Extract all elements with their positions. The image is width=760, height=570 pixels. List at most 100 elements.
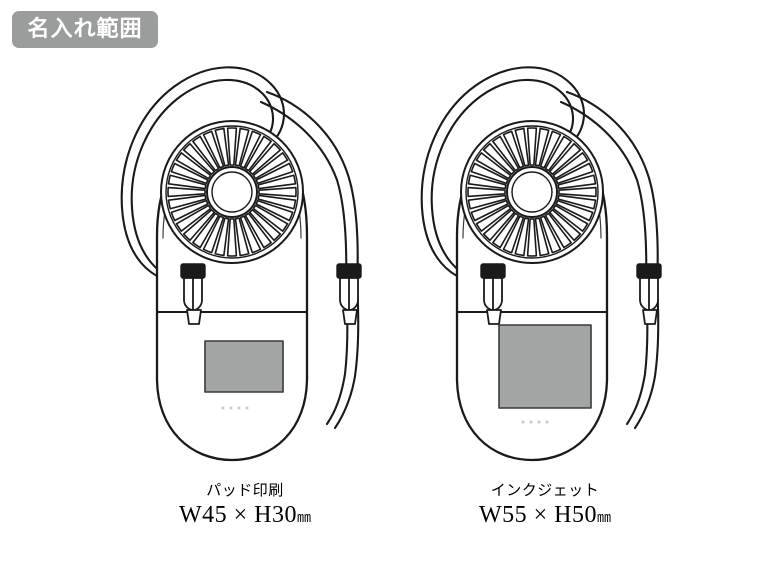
lanyard-clip-right bbox=[636, 263, 662, 325]
fan-blade-slot bbox=[167, 194, 207, 210]
fan-blade-slot bbox=[248, 208, 282, 242]
fan-blade-slot bbox=[255, 199, 294, 222]
caption-size-height: H30 bbox=[254, 502, 298, 528]
fan-blade-slot bbox=[470, 162, 509, 185]
fan-blade-slot bbox=[482, 142, 516, 176]
fan-blade-slot bbox=[257, 194, 297, 210]
caption-method-label: パッド印刷 bbox=[206, 481, 284, 499]
fan-blade-slot bbox=[202, 215, 225, 254]
fan-blade-slot bbox=[548, 142, 582, 176]
fan-blade-slot bbox=[475, 152, 512, 180]
figure-inkjet-printing bbox=[395, 48, 695, 478]
fan-hub-inner bbox=[211, 171, 253, 213]
fan-blade-slot bbox=[239, 215, 262, 254]
fan-blade-slot bbox=[202, 130, 225, 169]
caption-size-width: W55 bbox=[478, 502, 528, 528]
fan-blade-slot bbox=[226, 127, 238, 166]
caption-size-multiply: × bbox=[533, 502, 548, 528]
fan-blade-slot bbox=[252, 152, 289, 180]
neck-fan-illustration-left bbox=[120, 66, 362, 462]
fan-blade-slot bbox=[226, 218, 238, 257]
detail-dots bbox=[521, 420, 549, 424]
caption-size-multiply: × bbox=[233, 502, 248, 528]
fan-blade-slot bbox=[170, 162, 209, 185]
fan-blade-slot bbox=[502, 215, 525, 254]
fan-blade-slot bbox=[539, 215, 562, 254]
caption-inkjet-printing: インクジェット W55 × H50㎜ bbox=[385, 480, 705, 533]
fan-blade-slot bbox=[167, 174, 207, 190]
fan-blade-slot bbox=[514, 127, 530, 167]
fan-blade-slot bbox=[514, 217, 530, 257]
fan-blade-slot bbox=[467, 174, 507, 190]
fan-hub-inner bbox=[511, 171, 553, 213]
fan-blade-slot bbox=[175, 152, 212, 180]
fan-blade-slot bbox=[244, 212, 272, 249]
fan-blade-slot bbox=[544, 135, 572, 172]
fan-blade-slot bbox=[552, 152, 589, 180]
fan-blade-slot bbox=[252, 204, 289, 232]
lanyard-clip-left bbox=[180, 263, 206, 325]
fan-blade-slot bbox=[214, 217, 230, 257]
fan-blade-slot bbox=[258, 186, 297, 198]
fan-blade-slot bbox=[470, 199, 509, 222]
fan-blade-slot bbox=[492, 212, 520, 249]
fan-blade-slot bbox=[557, 194, 597, 210]
fan-blade-slot bbox=[467, 186, 506, 198]
caption-size-label: W55 × H50㎜ bbox=[385, 501, 705, 533]
fan-blade-slot bbox=[234, 217, 250, 257]
caption-size-width: W45 bbox=[178, 502, 228, 528]
print-area-rect bbox=[498, 324, 592, 409]
fan-blade-slot bbox=[526, 218, 538, 257]
fan-blade-slot bbox=[502, 130, 525, 169]
fan-grille bbox=[460, 120, 604, 264]
fan-blade-slot bbox=[175, 204, 212, 232]
fan-blade-slot bbox=[475, 204, 512, 232]
lanyard-clip-left bbox=[480, 263, 506, 325]
fan-blade-slot bbox=[239, 130, 262, 169]
imprint-area-badge: 名入れ範囲 bbox=[12, 11, 158, 48]
fan-blade-slot bbox=[214, 127, 230, 167]
fan-blade-slot bbox=[257, 174, 297, 190]
fan-blade-slot bbox=[557, 174, 597, 190]
fan-blades bbox=[167, 127, 297, 257]
fan-blade-slot bbox=[192, 212, 220, 249]
fan-blade-slot bbox=[170, 199, 209, 222]
lanyard-cord-right bbox=[559, 90, 659, 286]
fan-blade-slot bbox=[234, 127, 250, 167]
neck-fan-illustration-right bbox=[420, 66, 662, 462]
imprint-area-badge-label: 名入れ範囲 bbox=[27, 16, 143, 42]
caption-method-label: インクジェット bbox=[490, 481, 600, 499]
fan-blade-slot bbox=[167, 186, 206, 198]
caption-size-unit: ㎜ bbox=[297, 510, 312, 526]
fan-blade-slot bbox=[244, 135, 272, 172]
fan-blade-slot bbox=[534, 217, 550, 257]
fan-blade-slot bbox=[555, 162, 594, 185]
fan-blade-slot bbox=[182, 142, 216, 176]
fan-blade-slot bbox=[526, 127, 538, 166]
fan-blade-slot bbox=[467, 194, 507, 210]
caption-size-label: W45 × H30㎜ bbox=[85, 501, 405, 533]
fan-blade-slot bbox=[192, 135, 220, 172]
lanyard-cord-right bbox=[259, 90, 359, 286]
fan-blade-slot bbox=[255, 162, 294, 185]
caption-pad-printing: パッド印刷 W45 × H30㎜ bbox=[85, 480, 405, 533]
fan-blades bbox=[467, 127, 597, 257]
fan-blade-slot bbox=[482, 208, 516, 242]
fan-blade-slot bbox=[555, 199, 594, 222]
caption-size-height: H50 bbox=[554, 502, 598, 528]
print-area-rect bbox=[204, 340, 284, 393]
fan-blade-slot bbox=[548, 208, 582, 242]
fan-blade-slot bbox=[544, 212, 572, 249]
detail-dots bbox=[221, 406, 249, 410]
fan-blade-slot bbox=[182, 208, 216, 242]
caption-size-unit: ㎜ bbox=[597, 510, 612, 526]
lanyard-clip-right bbox=[336, 263, 362, 325]
fan-blade-slot bbox=[558, 186, 597, 198]
fan-grille bbox=[160, 120, 304, 264]
fan-blade-slot bbox=[534, 127, 550, 167]
fan-blade-slot bbox=[539, 130, 562, 169]
fan-blade-slot bbox=[552, 204, 589, 232]
fan-blade-slot bbox=[248, 142, 282, 176]
figure-pad-printing bbox=[95, 48, 395, 478]
